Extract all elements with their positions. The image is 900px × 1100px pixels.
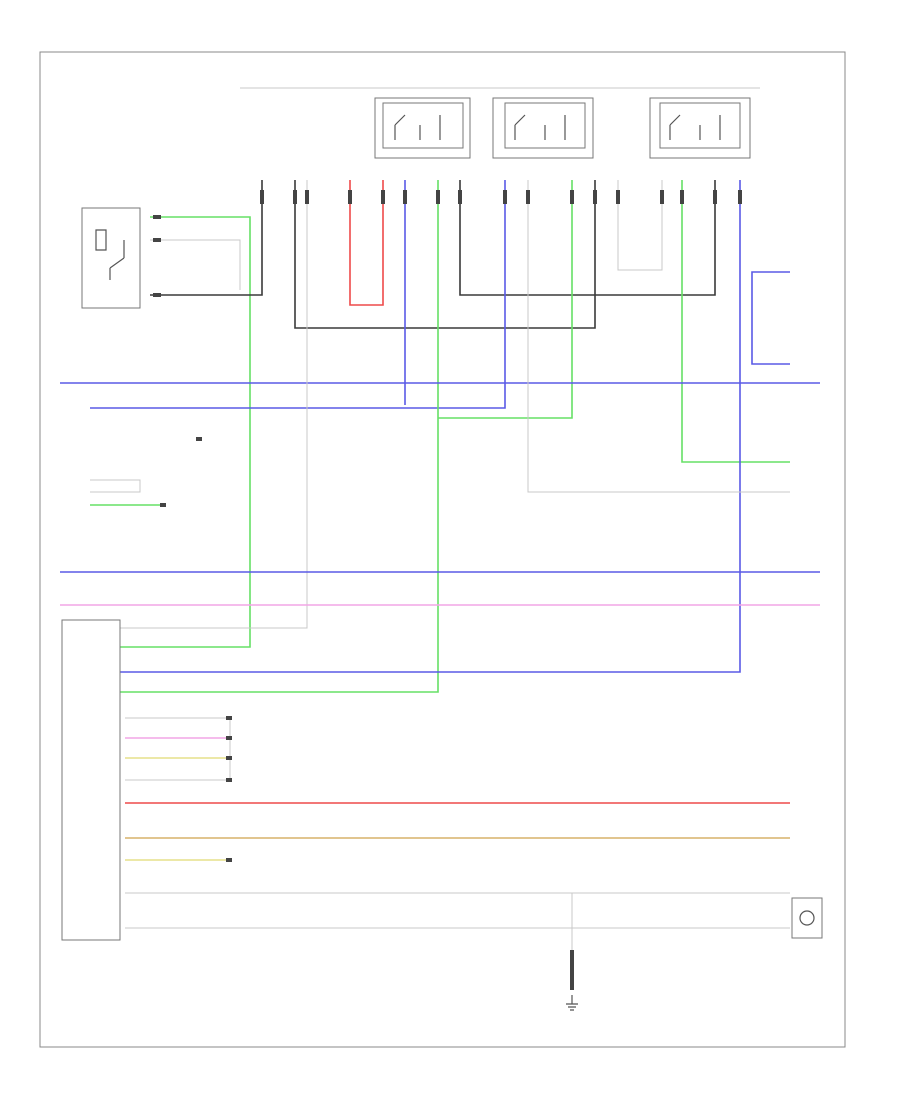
- connector-stub: [570, 950, 574, 990]
- connector-stub: [293, 190, 297, 204]
- relay-symbols: [95, 114, 815, 1011]
- ground-symbol: [566, 995, 578, 1011]
- wire-gray-vert-4: [527, 180, 790, 493]
- connector-stub: [680, 190, 684, 204]
- diagram-frame: [39, 51, 846, 1048]
- wire-green-vert-2: [438, 180, 573, 419]
- connector-stub: [713, 190, 717, 204]
- connector-stub: [660, 190, 664, 204]
- wire-black-ground-bus: [294, 180, 596, 329]
- connector-stub: [153, 293, 161, 297]
- connector-stub: [160, 503, 166, 507]
- connector-stub: [226, 716, 232, 720]
- relay-coil-left: [95, 229, 107, 251]
- wire-gray-vert-3: [120, 180, 308, 629]
- component-relay-outer-2: [492, 97, 594, 159]
- wire-red-loop: [349, 180, 384, 306]
- component-relay-box-left: [81, 207, 141, 309]
- component-sensor-box-right: [791, 897, 823, 939]
- wire-gray-h1: [125, 717, 231, 781]
- connector-stub: [738, 190, 742, 204]
- connector-stub: [153, 215, 161, 219]
- wire-blue-right-loop: [751, 271, 790, 365]
- wire-green-relay-to-ecm: [120, 216, 251, 648]
- wire-black-ground-bus-2: [459, 180, 716, 296]
- component-relay-box-3: [659, 102, 741, 149]
- connector-stub: [593, 190, 597, 204]
- wire-blue-vert-right: [120, 180, 741, 673]
- connector-stub: [436, 190, 440, 204]
- wire-black-relay-ground: [150, 180, 263, 296]
- sensor-element: [799, 910, 815, 926]
- connector-stub: [196, 437, 202, 441]
- connector-stub: [503, 190, 507, 204]
- wire-green-vert-1: [120, 180, 439, 693]
- relay-switch-3: [669, 114, 721, 140]
- component-relay-outer-3: [649, 97, 751, 159]
- connector-stub: [526, 190, 530, 204]
- wire-layer: [60, 87, 820, 950]
- connector-stub: [226, 778, 232, 782]
- component-relay-outer-1: [374, 97, 471, 159]
- connector-stub: [403, 190, 407, 204]
- wire-blue-vert-2: [90, 180, 506, 409]
- connector-stub: [570, 190, 574, 204]
- connector-stub: [348, 190, 352, 204]
- wire-gray-relay-mid: [150, 239, 241, 290]
- connector-stub: [381, 190, 385, 204]
- connector-stub: [305, 190, 309, 204]
- component-layer: [61, 97, 823, 941]
- component-ecm-box: [61, 619, 121, 941]
- component-relay-box-1: [382, 102, 464, 149]
- connector-stub: [458, 190, 462, 204]
- connector-stub: [226, 736, 232, 740]
- connector-stub: [226, 756, 232, 760]
- component-relay-box-2: [504, 102, 586, 149]
- relay-switch-left: [109, 240, 125, 280]
- connector-stubs: [153, 190, 742, 990]
- relay-switch-1: [394, 114, 441, 140]
- wire-green-vert-3: [681, 180, 790, 463]
- wire-gray-left-small: [90, 479, 141, 493]
- relay-switch-2: [514, 114, 566, 140]
- wire-gray-vert-5: [617, 180, 663, 271]
- connector-stub: [226, 858, 232, 862]
- connector-stub: [616, 190, 620, 204]
- connector-stub: [153, 238, 161, 242]
- connector-stub: [260, 190, 264, 204]
